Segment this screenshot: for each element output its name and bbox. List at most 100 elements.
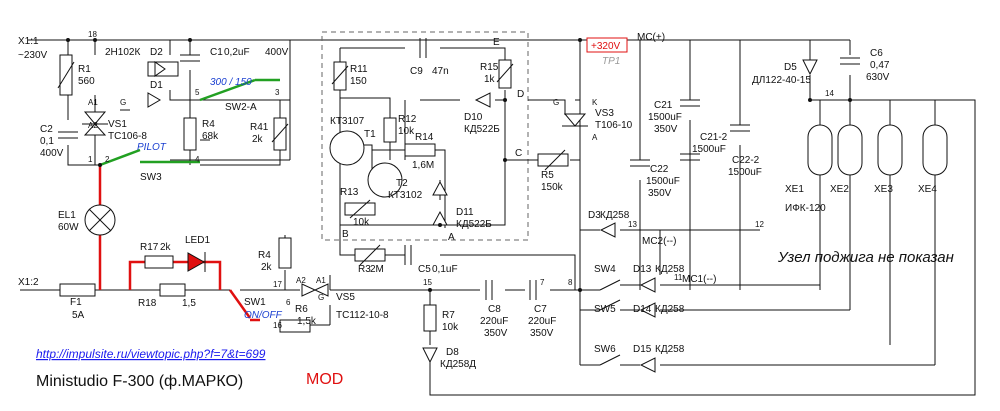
f1-fuse — [59, 283, 96, 297]
svg-text:5: 5 — [195, 88, 200, 97]
r17-resistor — [144, 255, 174, 269]
d10-diode — [474, 92, 491, 108]
svg-text:КД258: КД258 — [655, 264, 685, 275]
d15-diode — [639, 357, 656, 373]
svg-text:C21-2: C21-2 — [700, 132, 728, 143]
svg-text:A2: A2 — [296, 276, 306, 285]
svg-text:0,2uF: 0,2uF — [224, 47, 250, 58]
svg-text:17: 17 — [273, 280, 282, 289]
svg-text:7: 7 — [540, 278, 545, 287]
terminal-x11-voltage: ~230V — [18, 50, 48, 61]
svg-text:C22: C22 — [650, 164, 669, 175]
svg-text:1500uF: 1500uF — [646, 176, 680, 187]
svg-text:150k: 150k — [541, 182, 564, 193]
labels: X1:1 ~230V X1:2 R1 560 2Н102К D2 D1 C1 0… — [18, 30, 954, 390]
svg-text:A: A — [592, 133, 598, 142]
svg-text:КД258: КД258 — [655, 304, 685, 315]
svg-text:C21: C21 — [654, 100, 673, 111]
sw3-switch-line — [99, 148, 200, 167]
svg-text:КД522Б: КД522Б — [464, 124, 500, 135]
svg-text:C22-2: C22-2 — [732, 155, 760, 166]
schematic-title: Ministudio F-300 (ф.МАРКО) — [36, 373, 243, 390]
svg-text:C8: C8 — [488, 304, 501, 315]
svg-text:2k: 2k — [252, 134, 264, 145]
svg-text:1500uF: 1500uF — [692, 144, 726, 155]
svg-text:R5: R5 — [541, 170, 554, 181]
svg-text:A: A — [448, 232, 455, 243]
svg-text:0,1: 0,1 — [40, 136, 54, 147]
vs5-triac — [301, 283, 329, 297]
r4-2k-resistor — [278, 237, 292, 269]
t2-transistor — [367, 162, 403, 198]
svg-text:11: 11 — [674, 273, 683, 282]
svg-text:VS5: VS5 — [336, 292, 355, 303]
svg-text:300 / 150: 300 / 150 — [210, 77, 252, 88]
switch-blades — [599, 279, 621, 366]
svg-text:R17: R17 — [140, 242, 159, 253]
svg-text:VS1: VS1 — [108, 119, 127, 130]
svg-text:1500uF: 1500uF — [728, 167, 762, 178]
svg-text:R1: R1 — [78, 64, 91, 75]
svg-text:2M: 2M — [370, 264, 384, 275]
svg-text:MC1(--): MC1(--) — [682, 274, 716, 285]
d8-diode — [422, 347, 438, 364]
flash-tubes — [807, 124, 948, 176]
c22-2-capacitor — [680, 153, 700, 161]
svg-text:XE4: XE4 — [918, 184, 937, 195]
t1-transistor — [329, 130, 365, 166]
d3-diode — [599, 222, 616, 238]
c8-capacitor — [485, 280, 493, 300]
c22-capacitor — [630, 159, 650, 167]
c21-capacitor — [680, 99, 700, 107]
d1-diode — [147, 92, 161, 108]
svg-text:16: 16 — [273, 321, 282, 330]
svg-text:8: 8 — [568, 278, 573, 287]
svg-text:G: G — [318, 293, 324, 302]
ignition-note: Узел поджига не показан — [777, 249, 954, 266]
r7-resistor — [423, 304, 437, 332]
wires — [20, 31, 976, 396]
c7-capacitor — [529, 280, 537, 300]
svg-text:1: 1 — [88, 155, 93, 164]
svg-text:2k: 2k — [160, 242, 172, 253]
svg-text:XE2: XE2 — [830, 184, 849, 195]
svg-text:2: 2 — [105, 155, 110, 164]
svg-text:10k: 10k — [353, 217, 370, 228]
terminal-x11: X1:1 — [18, 36, 39, 47]
svg-text:SW2-A: SW2-A — [225, 102, 257, 113]
svg-text:5A: 5A — [72, 310, 85, 321]
vs3-thyristor — [562, 113, 588, 127]
forum-link[interactable]: http://impulsite.ru/viewtopic.php?f=7&t=… — [36, 347, 266, 361]
lamp-current-path — [98, 165, 260, 322]
c9-capacitor — [419, 38, 427, 58]
svg-text:C: C — [515, 148, 522, 159]
svg-text:D1: D1 — [150, 80, 163, 91]
svg-text:D11: D11 — [456, 207, 474, 218]
svg-text:T106-10: T106-10 — [595, 120, 633, 131]
svg-text:C2: C2 — [40, 124, 53, 135]
svg-text:400V: 400V — [40, 148, 64, 159]
svg-text:1,6M: 1,6M — [412, 160, 434, 171]
svg-text:VS3: VS3 — [595, 108, 614, 119]
svg-text:КТ3102: КТ3102 — [388, 190, 423, 201]
svg-text:ИФК-120: ИФК-120 — [785, 203, 826, 214]
sw2-switch-line — [199, 78, 280, 102]
svg-text:ДЛ122-40-15: ДЛ122-40-15 — [752, 75, 811, 86]
svg-text:A2: A2 — [88, 121, 98, 130]
c1-capacitor — [180, 54, 200, 62]
svg-text:КД258: КД258 — [600, 210, 630, 221]
svg-text:+320V: +320V — [591, 41, 621, 52]
svg-text:SW3: SW3 — [140, 172, 162, 183]
svg-text:C5: C5 — [418, 264, 431, 275]
svg-text:C1: C1 — [210, 47, 223, 58]
svg-text:T2: T2 — [396, 178, 408, 189]
svg-text:XE3: XE3 — [874, 184, 893, 195]
svg-text:1,5: 1,5 — [182, 298, 196, 309]
svg-text:G: G — [553, 98, 559, 107]
svg-text:560: 560 — [78, 76, 95, 87]
svg-text:A1: A1 — [88, 98, 98, 107]
svg-text:MC(+): MC(+) — [637, 32, 665, 43]
svg-text:EL1: EL1 — [58, 210, 76, 221]
svg-text:220uF: 220uF — [528, 316, 556, 327]
svg-text:13: 13 — [628, 220, 637, 229]
